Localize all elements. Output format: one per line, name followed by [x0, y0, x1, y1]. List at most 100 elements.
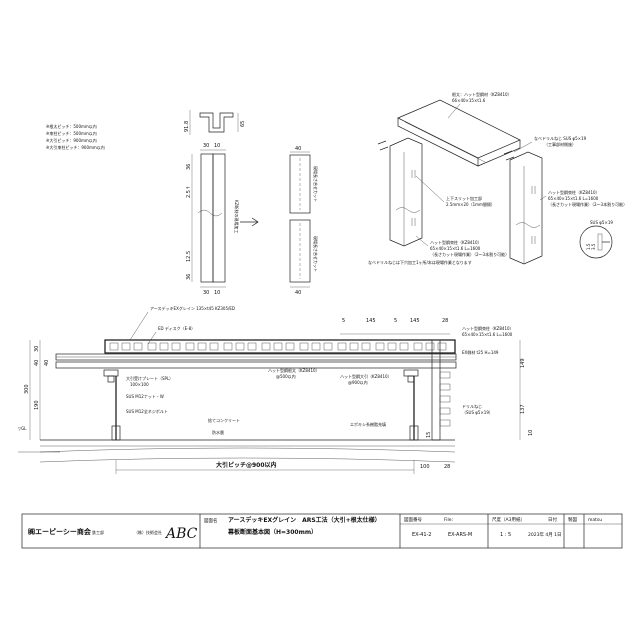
title-frame [21, 513, 623, 549]
joist-face [397, 118, 479, 167]
company-dept: 鉄工部 [92, 529, 104, 535]
circle-label: SUS φ5×19 [590, 220, 613, 225]
drawing-title-2: 幕板断面基本図（H=300mm） [227, 528, 317, 536]
dim-137: 137 [520, 404, 526, 414]
break-mark [395, 207, 421, 213]
label-scale: 尺度（A3用紙） [492, 516, 525, 523]
fascia-post [431, 339, 441, 441]
nut [107, 375, 115, 383]
beam-plate [403, 369, 419, 377]
dim-30-bottom: 30 [203, 290, 209, 296]
dim-91-8: 91.8 [184, 121, 190, 132]
dim-28b: 28 [444, 464, 450, 470]
label-drawing-name: 図面名 [204, 517, 218, 524]
label-waterproof: 防水層 [212, 429, 224, 435]
fascia-boards [439, 371, 451, 427]
label-beam: ハット型鋼大引（KZ8410） [340, 373, 392, 379]
label-file: File: [444, 517, 453, 523]
label-screw-size: （SUS φ5×19） [462, 410, 493, 415]
slit-marks [411, 170, 536, 244]
process-arrow-icon [240, 217, 259, 227]
iso-label-post-left-size: 65×40×15×t1.6 L=1600 [430, 246, 481, 251]
label-deck: アースデッキEXグレイン 135×t45 KZ305/ED [150, 305, 235, 311]
dim-40b: 40 [44, 360, 50, 366]
label-concrete: 捨てコンクリート [208, 417, 240, 423]
dim-length: 2.5↑ [186, 186, 192, 198]
leader-line [415, 235, 429, 247]
iso-label-slit-size: 2.5mm×20（1mm間隔） [446, 201, 495, 207]
iso-label-screw-top-note: （工事部材側施） [544, 141, 576, 147]
detail-circle [579, 225, 613, 259]
hat-profile-top [199, 112, 234, 133]
abc-logo: ABC [164, 526, 198, 542]
leader-line [415, 175, 445, 203]
dim-149: 149 [520, 358, 526, 368]
dim-30: 30 [34, 346, 40, 352]
label-beam-pitch: @900以内 [348, 379, 368, 385]
dim-30: 30 [203, 143, 209, 149]
leader-line [147, 331, 157, 345]
label-post-right: ハット型鋼束柱（KZ8410） [462, 325, 514, 331]
break-mark [197, 209, 223, 217]
dim-36-bottom: 36 [186, 274, 192, 280]
dim-pitch: 大引ピッチ@900以内 [216, 461, 277, 469]
label-screw: ドリルねじ [462, 403, 482, 409]
dim-36-top: 36 [186, 164, 192, 170]
pitch-notes: ※根太ピッチ：500mm以内 ※束柱ピッチ：500mm以内 ※大引ピッチ：900… [46, 123, 105, 150]
deck-board-hollows [109, 342, 447, 351]
post-side [212, 153, 226, 283]
iso-label-slit: 上下スリット加工部 [446, 195, 482, 201]
cut-label-top: 現場長さ合せカット [313, 166, 319, 202]
gl-label: ▽GL [18, 426, 27, 431]
iso-label-post-left-note: （長さカット現場作業）（2〜3本割り可能） [430, 251, 509, 257]
note-line: ※束柱ピッチ：500mm以内 [46, 130, 97, 136]
iso-label-post-right-note: （長さカット現場作業）（2〜3本割り可能） [548, 201, 627, 207]
joist-end [477, 140, 521, 167]
process-label: KZ断材の現場加工 [234, 200, 240, 233]
dim-65: 65 [240, 121, 246, 127]
profile-detail: 91.8 65 30 10 36 2.5↑ 12.5 36 30 10 KZ断材… [184, 110, 319, 296]
title-block: ㈱エーピーシー商会 鉄工部 （株）技術会社 ABC 図面名 アースデッキEXグレ… [21, 513, 623, 549]
circle-dim-b: 3.5 [591, 243, 596, 250]
iso-label-screw-bottom: なべドリルねじは下穴加工1ヶ所/本は現場作業となります [368, 259, 472, 265]
iso-label-joist: 根太：ハット型鋼材（KZ8410） [452, 91, 512, 97]
beam-plate [103, 369, 119, 377]
dim-5b: 5 [394, 318, 397, 324]
file-name: EX-ARS-M [448, 532, 472, 538]
section-view: ▽GL 30 40 40 300 190 5 145 5 145 28 149 … [18, 305, 534, 474]
dim-40-bottom: 40 [295, 290, 301, 296]
svg-text:ABC: ABC [164, 526, 198, 542]
label-post-right-size: 65×40×15×t1.6 L=1600 [462, 332, 513, 337]
label-drawn: 製図 [568, 516, 577, 523]
label-joist: ハット型鋼根太（KZ8410） [268, 367, 320, 373]
cut-piece-top [289, 154, 311, 214]
leader-line [129, 311, 149, 341]
joist-flange [404, 121, 486, 163]
iso-label-post-right-size: 65×40×15×t1.6 L=1600 [548, 196, 599, 201]
label-plate-size: 100×100 [130, 382, 149, 387]
dim-5a: 5 [342, 318, 345, 324]
note-line: ※大引束柱ピッチ：900mm以内 [46, 144, 105, 150]
note-line: ※根太ピッチ：500mm以内 [46, 123, 97, 129]
dim-100: 100 [420, 464, 430, 470]
dim-15: 15 [426, 432, 432, 438]
leader-line [539, 195, 547, 201]
deck-boards [104, 339, 456, 354]
break-mark [515, 222, 541, 228]
joist-top [397, 99, 521, 159]
dim-12-5: 12.5 [186, 251, 192, 262]
label-anchor: エポキシ系樹脂充填 [350, 421, 386, 427]
post-right [509, 151, 543, 265]
date: 2023年 4月 1日 [528, 531, 562, 538]
ground-curve [39, 447, 456, 453]
detail-member [597, 233, 603, 251]
nut [407, 375, 415, 383]
cut-piece-bottom [289, 219, 311, 283]
cut-label-bottom: 現場長さ合せカット [313, 236, 319, 272]
iso-label-joist-size: 66×40×15×t1.6 [452, 98, 486, 103]
screw-icon [377, 140, 515, 161]
iso-label-screw-top: なべドリルねじ SUS φ5×19 [534, 135, 587, 141]
post-left [389, 137, 423, 247]
label-plate: 大引受けプレート（SPL） [126, 375, 173, 381]
sub-company: （株）技術会社 [134, 529, 162, 535]
